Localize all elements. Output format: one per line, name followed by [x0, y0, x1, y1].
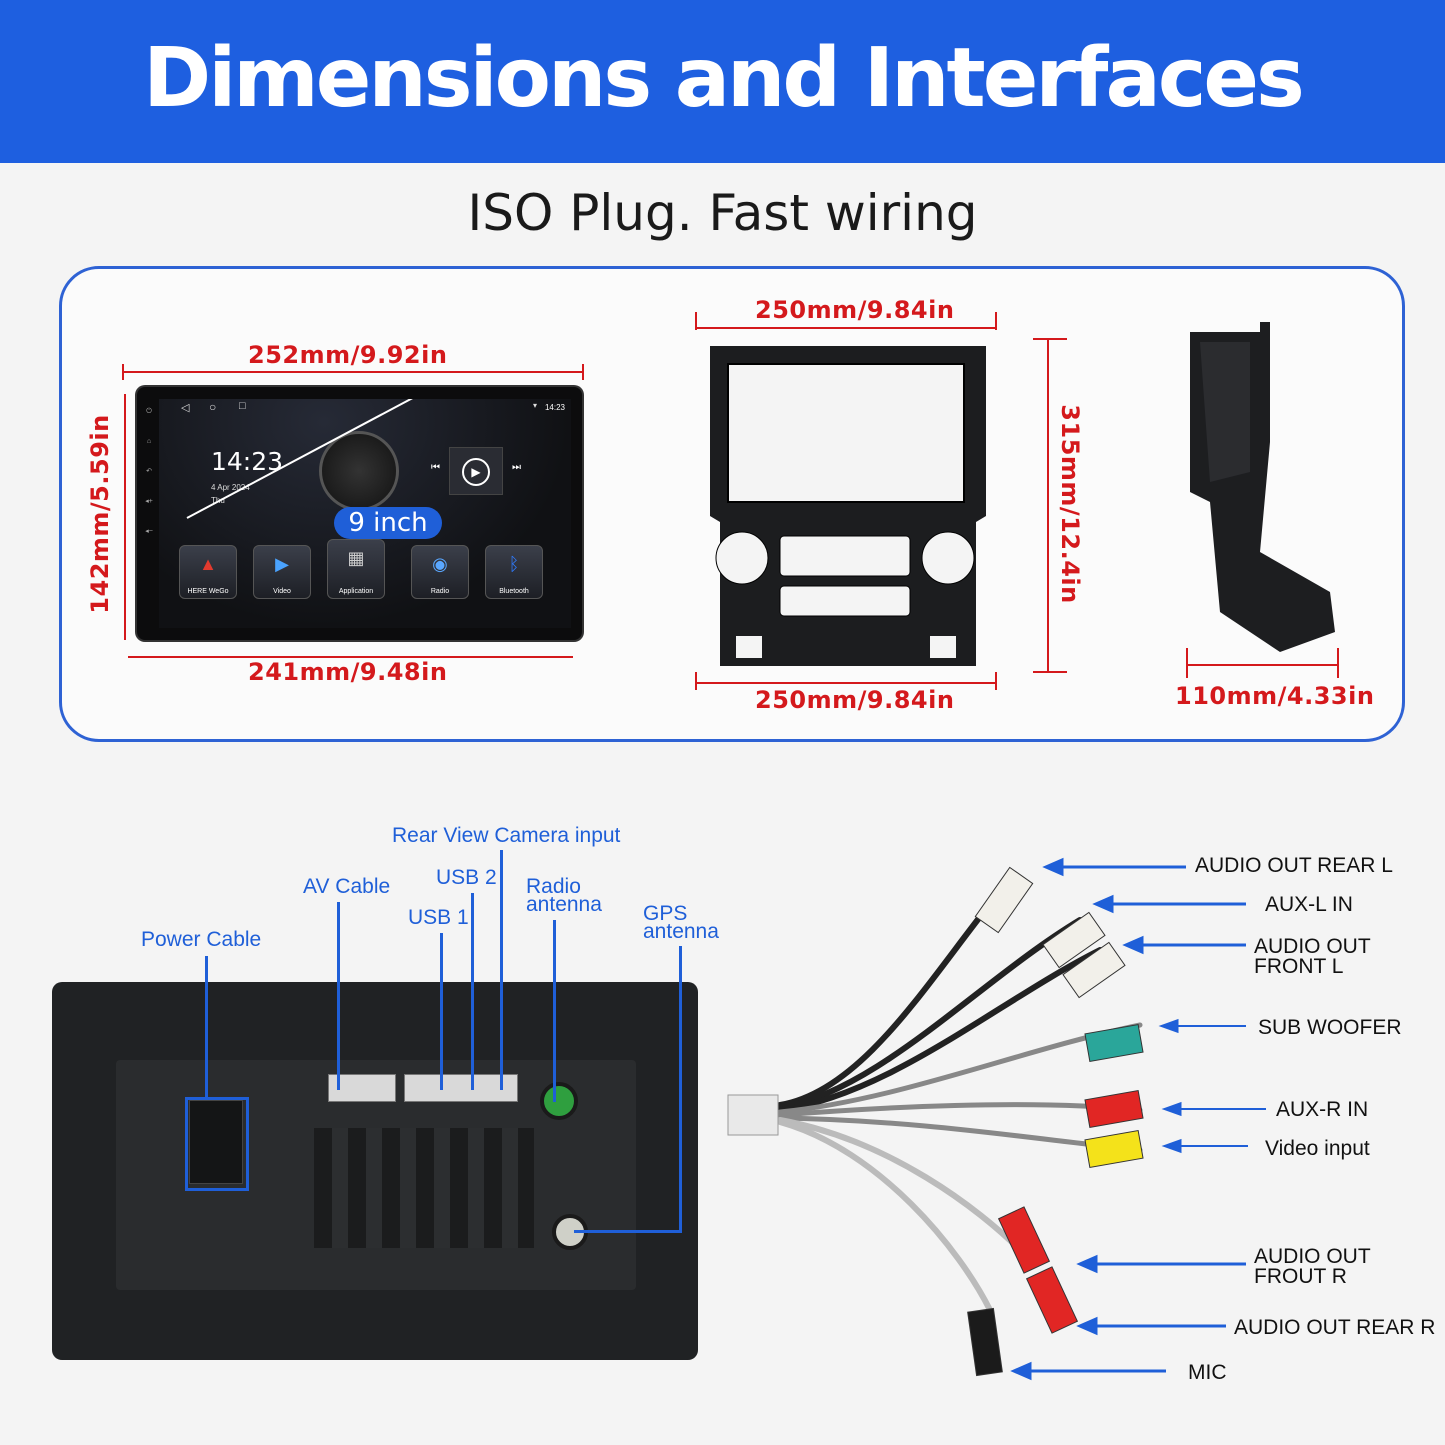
frame-bottom-tick-right: [995, 672, 997, 690]
video-input-label: Video input: [1265, 1137, 1370, 1160]
nav-home-icon: ○: [209, 400, 217, 414]
speedometer-widget: [319, 431, 399, 511]
bracket-tick-left: [1186, 648, 1188, 678]
nav-back-icon: ◁: [181, 402, 190, 414]
back-icon: ↶: [146, 468, 152, 475]
frame-height-tick-bottom: [1033, 671, 1067, 673]
power-cable-leader: [205, 956, 208, 1098]
frame-top-width-label: 250mm/9.84in: [755, 296, 955, 324]
volume-down-icon: ◂−: [145, 528, 153, 535]
gps-antenna-leader-v: [679, 946, 682, 1232]
audio-out-front-l-label-1: AUDIO OUT: [1254, 935, 1371, 958]
page-title: Dimensions and Interfaces: [143, 31, 1305, 126]
tablet-screen: ◁ ○ □ ▾ 14:23 14:23 4 Apr 2024 Thu ▶ ⏮ ⏭…: [159, 399, 571, 628]
screen-bottom-dim-line: [128, 656, 573, 658]
frame-bottom-dim-line: [695, 682, 997, 684]
app-here-wego[interactable]: ▲ HERE WeGo: [179, 545, 237, 599]
aux-l-in-label: AUX-L IN: [1265, 893, 1353, 916]
radio-antenna-label-1: Radio: [526, 875, 581, 898]
frame-height-label: 315mm/12.4in: [1056, 404, 1084, 604]
harness-arrows: [1010, 857, 1266, 1381]
vent-slots: [314, 1128, 534, 1248]
power-icon: ⏻: [146, 408, 152, 415]
audio-out-rear-l-label: AUDIO OUT REAR L: [1195, 854, 1393, 877]
next-track-icon: ⏭: [512, 462, 521, 473]
av-cable-label: AV Cable: [303, 875, 391, 898]
bracket-tick-right: [1337, 648, 1339, 678]
apps-grid-icon: ▦: [347, 548, 365, 568]
app-application[interactable]: ▦ Application: [327, 539, 385, 599]
rear-camera-leader: [500, 850, 503, 1090]
rear-camera-label: Rear View Camera input: [392, 824, 621, 847]
dash-frame-front: [710, 346, 986, 666]
frame-top-tick-left: [695, 312, 697, 330]
header-banner: Dimensions and Interfaces: [0, 0, 1445, 163]
home-icon: ⌂: [146, 438, 152, 445]
screen-top-width-label: 252mm/9.92in: [248, 341, 448, 369]
page-subtitle: ISO Plug. Fast wiring: [467, 184, 978, 242]
video-icon: ▶: [275, 554, 289, 574]
nav-recents-icon: □: [239, 400, 246, 412]
app-radio[interactable]: ◉ Radio: [411, 545, 469, 599]
radio-icon: ◉: [432, 554, 448, 574]
gps-antenna-label-2: antenna: [643, 920, 719, 943]
power-cable-label: Power Cable: [141, 928, 262, 951]
gps-antenna-leader-h: [574, 1230, 682, 1233]
usb2-leader: [471, 893, 474, 1090]
power-connector-highlight: [185, 1097, 249, 1191]
usb2-label: USB 2: [436, 866, 497, 889]
frame-top-dim-line: [695, 327, 997, 329]
head-unit-tablet: ⏻ ⌂ ↶ ◂+ ◂− ◁ ○ □ ▾ 14:23 14:23 4 Apr 20…: [137, 387, 582, 640]
audio-out-frout-r-label-1: AUDIO OUT: [1254, 1245, 1371, 1268]
screen-height-dim-line: [124, 394, 126, 640]
audio-out-frout-r-label-2: FROUT R: [1254, 1265, 1347, 1288]
rca-wire-harness: [727, 866, 1144, 1377]
radio-antenna-leader: [553, 920, 556, 1102]
gps-antenna-label-1: GPS: [643, 902, 688, 925]
play-icon: ▶: [462, 458, 490, 486]
usb1-label: USB 1: [408, 906, 469, 929]
aux-r-in-label: AUX-R IN: [1276, 1098, 1369, 1121]
bracket-depth-label: 110mm/4.33in: [1175, 682, 1375, 710]
app-video[interactable]: ▶ Video: [253, 545, 311, 599]
screen-bottom-width-label: 241mm/9.48in: [248, 658, 448, 686]
home-date: 4 Apr 2024: [211, 483, 250, 492]
screen-top-dim-tick-right: [582, 364, 584, 380]
status-bar-time: 14:23: [544, 403, 565, 412]
screen-top-dim-line: [122, 371, 584, 373]
radio-antenna-label-2: antenna: [526, 893, 602, 916]
frame-height-dim-line: [1047, 338, 1049, 672]
prev-track-icon: ⏮: [431, 462, 440, 473]
navigation-icon: ▲: [199, 554, 217, 574]
bluetooth-icon: ᛒ: [508, 554, 520, 574]
sub-woofer-label: SUB WOOFER: [1258, 1016, 1402, 1039]
frame-bottom-width-label: 250mm/9.84in: [755, 686, 955, 714]
screen-top-dim-tick-left: [122, 364, 124, 380]
audio-out-front-l-label-2: FRONT L: [1254, 955, 1344, 978]
radio-antenna-port: [540, 1082, 578, 1120]
head-unit-back-panel: [52, 982, 698, 1360]
mic-label: MIC: [1188, 1361, 1227, 1384]
screen-size-badge: 9 inch: [334, 507, 442, 539]
usb-connectors: [404, 1074, 518, 1102]
audio-out-rear-r-label: AUDIO OUT REAR R: [1234, 1316, 1436, 1339]
frame-bottom-tick-left: [695, 672, 697, 690]
bracket-dim-line: [1186, 664, 1338, 666]
frame-height-tick-top: [1033, 338, 1067, 340]
side-buttons: ⏻ ⌂ ↶ ◂+ ◂−: [143, 397, 155, 567]
volume-up-icon: ◂+: [145, 498, 153, 505]
screen-height-label: 142mm/5.59in: [86, 414, 114, 614]
wifi-icon: ▾: [532, 401, 537, 410]
frame-top-tick-right: [995, 312, 997, 330]
av-cable-leader: [337, 902, 340, 1090]
app-bluetooth[interactable]: ᛒ Bluetooth: [485, 545, 543, 599]
usb1-leader: [440, 933, 443, 1090]
power-connector: [189, 1100, 243, 1184]
side-bracket: [1190, 322, 1335, 652]
